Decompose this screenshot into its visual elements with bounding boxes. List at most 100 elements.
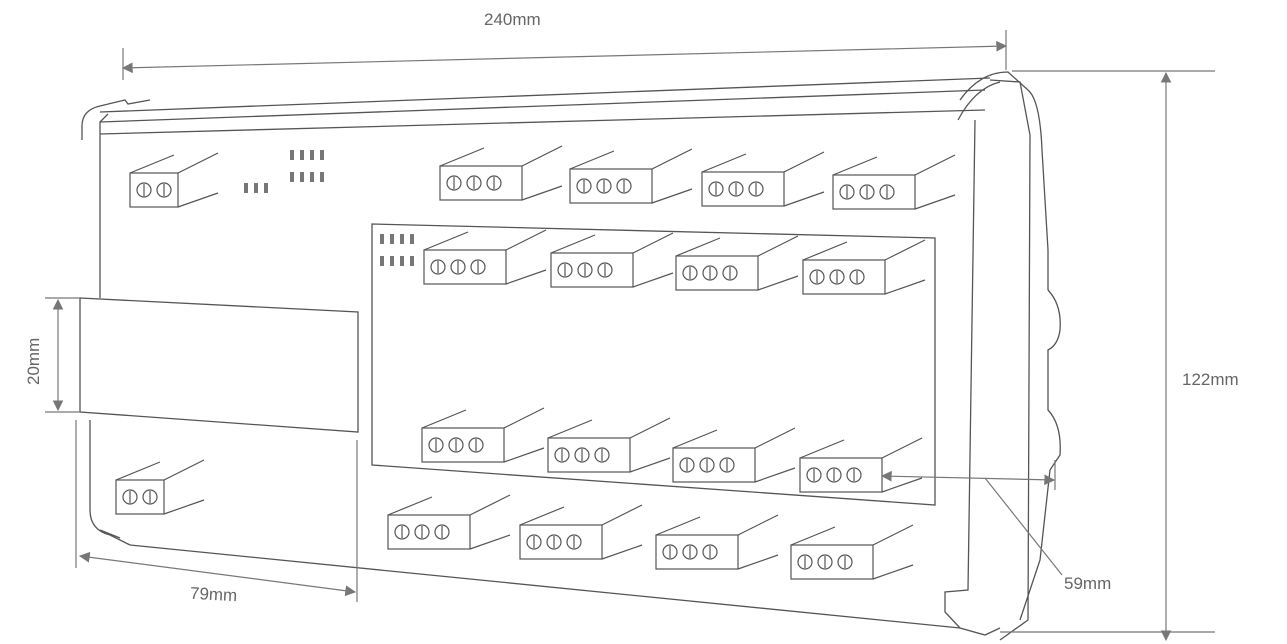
- terminal-top-edge: [754, 427, 796, 449]
- led-bar: [310, 172, 314, 182]
- three-pole-terminal-block: [547, 417, 671, 473]
- terminal-top-edge: [129, 154, 175, 174]
- terminal-top-edge: [387, 496, 433, 516]
- terminal-front-face: [672, 447, 756, 483]
- three-pole-terminal-block: [550, 232, 674, 288]
- terminal-screw: [430, 259, 446, 275]
- led-bar: [380, 234, 384, 244]
- three-pole-terminal-block: [423, 229, 547, 285]
- terminal-screw: [826, 467, 842, 483]
- terminal-top-edge: [737, 514, 779, 536]
- terminal-top-edge: [439, 147, 485, 167]
- terminal-screw: [428, 437, 444, 453]
- terminal-side-edge: [737, 554, 779, 570]
- terminal-screw: [682, 544, 698, 560]
- three-pole-terminal-block: [655, 514, 779, 570]
- terminal-screw: [448, 437, 464, 453]
- terminal-top-edge: [163, 459, 205, 481]
- terminal-top-edge: [519, 506, 565, 526]
- led-bar: [264, 183, 268, 193]
- terminal-top-edge: [115, 461, 161, 481]
- terminal-screw: [702, 544, 718, 560]
- terminal-side-edge: [629, 457, 671, 473]
- terminal-screw: [708, 181, 724, 197]
- terminal-screw: [797, 554, 813, 570]
- terminal-blocks: [115, 145, 956, 580]
- terminal-screw: [719, 457, 735, 473]
- terminal-front-face: [675, 255, 759, 291]
- terminal-top-edge: [672, 429, 718, 449]
- terminal-top-edge: [757, 235, 799, 257]
- terminal-front-face: [129, 172, 179, 208]
- terminal-side-edge: [754, 467, 796, 483]
- rail-dimension-label: 20mm: [24, 337, 43, 385]
- three-pole-terminal-block: [387, 494, 511, 550]
- terminal-screw: [846, 467, 862, 483]
- terminal-top-edge: [177, 152, 219, 174]
- terminal-screw: [817, 554, 833, 570]
- led-bar: [410, 234, 414, 244]
- led-bar: [410, 256, 414, 266]
- terminal-screw: [679, 457, 695, 473]
- led-bar: [380, 256, 384, 266]
- terminal-top-edge: [651, 148, 693, 170]
- right-cap-bottom: [1019, 469, 1051, 621]
- led-bar: [310, 150, 314, 160]
- terminal-screw: [122, 489, 138, 505]
- terminal-screw: [156, 182, 172, 198]
- terminal-screw: [699, 457, 715, 473]
- three-pole-terminal-block: [421, 407, 545, 463]
- led-bar: [390, 256, 394, 266]
- terminal-screw: [468, 437, 484, 453]
- three-pole-terminal-block: [802, 239, 926, 295]
- terminal-screw: [839, 184, 855, 200]
- terminal-top-edge: [655, 516, 701, 536]
- top-rail-line: [99, 89, 986, 123]
- top-rail-line: [99, 109, 986, 135]
- terminal-screw: [136, 182, 152, 198]
- terminal-screw: [466, 175, 482, 191]
- terminal-side-edge: [163, 499, 205, 515]
- terminal-screw: [434, 524, 450, 540]
- terminal-top-edge: [547, 419, 593, 439]
- terminal-screw: [849, 269, 865, 285]
- terminal-screw: [829, 269, 845, 285]
- depth-dimension-label: 59mm: [1064, 574, 1112, 593]
- din-rail-plate: [79, 297, 359, 433]
- led-bar: [290, 150, 294, 160]
- terminal-front-face: [423, 249, 507, 285]
- terminal-side-edge: [521, 185, 563, 201]
- three-pole-terminal-block: [675, 235, 799, 291]
- housing-outline: [79, 71, 1061, 641]
- terminal-screw: [722, 265, 738, 281]
- terminal-front-face: [790, 544, 874, 580]
- three-pole-terminal-block: [439, 145, 563, 201]
- left-inner-edge: [99, 113, 109, 140]
- terminal-front-face: [421, 427, 505, 463]
- terminal-front-face: [802, 259, 886, 295]
- terminal-screw: [596, 178, 612, 194]
- terminal-screw: [546, 534, 562, 550]
- top-rail-line: [99, 77, 991, 113]
- three-pole-terminal-block: [701, 151, 825, 207]
- terminal-screw: [526, 534, 542, 550]
- terminal-side-edge: [632, 272, 674, 288]
- terminal-top-edge: [783, 151, 825, 173]
- terminal-top-edge: [799, 439, 845, 459]
- terminal-front-face: [701, 171, 785, 207]
- right-cap-side: [989, 79, 1031, 641]
- terminal-screw: [662, 544, 678, 560]
- three-pole-terminal-block: [519, 504, 643, 560]
- three-pole-terminal-block: [799, 437, 923, 493]
- terminal-top-edge: [914, 154, 956, 176]
- terminal-screw: [837, 554, 853, 570]
- led-bar: [244, 183, 248, 193]
- terminal-screw: [576, 178, 592, 194]
- side-dimension-label: 79mm: [189, 583, 238, 606]
- height-dimension-label: 122mm: [1182, 370, 1239, 389]
- terminal-front-face: [439, 165, 523, 201]
- three-pole-terminal-block: [832, 154, 956, 210]
- three-pole-terminal-block: [790, 524, 914, 580]
- led-bar: [320, 150, 324, 160]
